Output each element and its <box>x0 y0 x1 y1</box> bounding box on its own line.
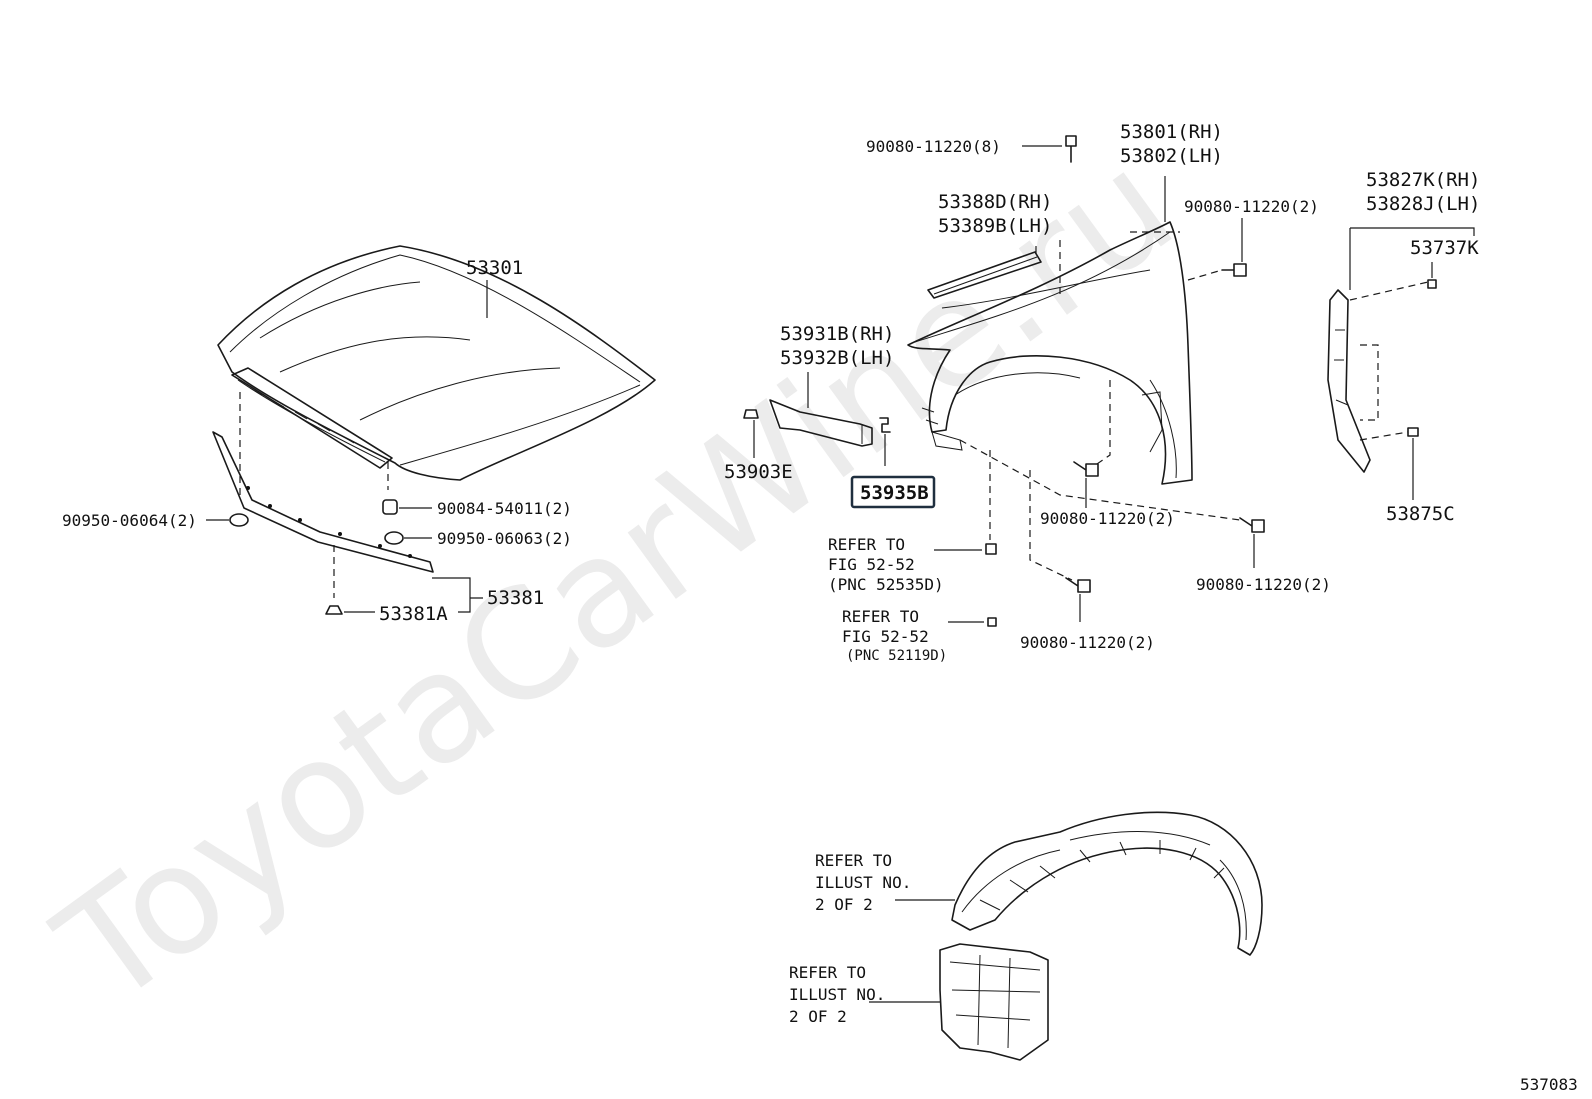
label-fender-bolt-top: 90080-11220(8) <box>866 137 1001 156</box>
label-grommet-left: 90950-06064(2) <box>62 511 197 530</box>
label-grommet-right: 90950-06063(2) <box>437 529 572 548</box>
hood-seal-clip-dots <box>246 486 412 558</box>
label-liner-seal-rh: 53827K(RH) <box>1366 169 1480 191</box>
fender-drawing <box>907 221 1193 485</box>
svg-text:ILLUST NO.: ILLUST NO. <box>815 873 911 892</box>
hood-seal-drawing <box>212 431 434 573</box>
reference-illust-upper: REFER TO ILLUST NO. 2 OF 2 <box>815 851 911 914</box>
label-liner-seal-lh: 53828J(LH) <box>1366 193 1480 215</box>
label-fender-bolt-wheel: 90080-11220(2) <box>1040 509 1175 528</box>
svg-text:FIG 52-52: FIG 52-52 <box>842 627 929 646</box>
watermark: ToyotaCarWine.ru <box>28 119 1204 1040</box>
liner-seal-drawing <box>1327 289 1371 473</box>
svg-text:(PNC 52535D): (PNC 52535D) <box>828 575 944 594</box>
label-hood: 53301 <box>466 257 523 279</box>
label-fender-lh: 53802(LH) <box>1120 145 1223 167</box>
cushion-drawing <box>382 499 398 515</box>
svg-text:REFER TO: REFER TO <box>842 607 919 626</box>
highlight-box <box>850 475 936 509</box>
label-fender-bolt-lower-right: 90080-11220(2) <box>1196 575 1331 594</box>
svg-text:REFER TO: REFER TO <box>828 535 905 554</box>
fender-liner-drawing <box>951 811 1263 956</box>
svg-text:FIG 52-52: FIG 52-52 <box>828 555 915 574</box>
label-fender-bolt-lower: 90080-11220(2) <box>1020 633 1155 652</box>
fender-bracket-drawing <box>769 399 873 447</box>
label-liner-clip-lower: 53875C <box>1386 503 1455 525</box>
label-fender-bracket-lh: 53932B(LH) <box>780 347 894 369</box>
label-fender-bracket-rh: 53931B(RH) <box>780 323 894 345</box>
bolt-icons <box>985 135 1437 627</box>
svg-text:2 OF 2: 2 OF 2 <box>789 1007 847 1026</box>
label-highlighted-part[interactable]: 53935B <box>860 482 929 504</box>
liner-lower-piece-drawing <box>939 943 1049 1061</box>
grommet-left-drawing <box>229 513 249 527</box>
bracket-clip-drawing <box>743 409 759 419</box>
svg-text:(PNC 52119D): (PNC 52119D) <box>846 648 947 664</box>
grommet-right-drawing <box>384 531 404 545</box>
label-fender-bolt-upper-right: 90080-11220(2) <box>1184 197 1319 216</box>
reference-illust-lower: REFER TO ILLUST NO. 2 OF 2 <box>789 963 885 1026</box>
hood-drawing <box>217 245 656 481</box>
label-cushion: 90084-54011(2) <box>437 499 572 518</box>
label-fender-seal-rh: 53388D(RH) <box>938 191 1052 213</box>
svg-text:REFER TO: REFER TO <box>815 851 892 870</box>
label-hood-seal: 53381 <box>487 587 544 609</box>
svg-text:REFER TO: REFER TO <box>789 963 866 982</box>
svg-text:2 OF 2: 2 OF 2 <box>815 895 873 914</box>
reference-fig-52119d: REFER TO FIG 52-52 (PNC 52119D) <box>842 607 947 664</box>
label-fender-seal-lh: 53389B(LH) <box>938 215 1052 237</box>
reference-fig-52535d: REFER TO FIG 52-52 (PNC 52535D) <box>828 535 944 594</box>
fender-seal-drawing <box>927 251 1042 299</box>
svg-text:ILLUST NO.: ILLUST NO. <box>789 985 885 1004</box>
label-liner-clip-upper: 53737K <box>1410 237 1479 259</box>
label-fender-rh: 53801(RH) <box>1120 121 1223 143</box>
highlighted-part-drawing <box>879 417 891 433</box>
seal-clip-drawing <box>325 605 343 615</box>
label-seal-clip: 53381A <box>379 603 448 625</box>
label-bracket-clip: 53903E <box>724 461 793 483</box>
figure-number: 537083 <box>1520 1075 1578 1094</box>
